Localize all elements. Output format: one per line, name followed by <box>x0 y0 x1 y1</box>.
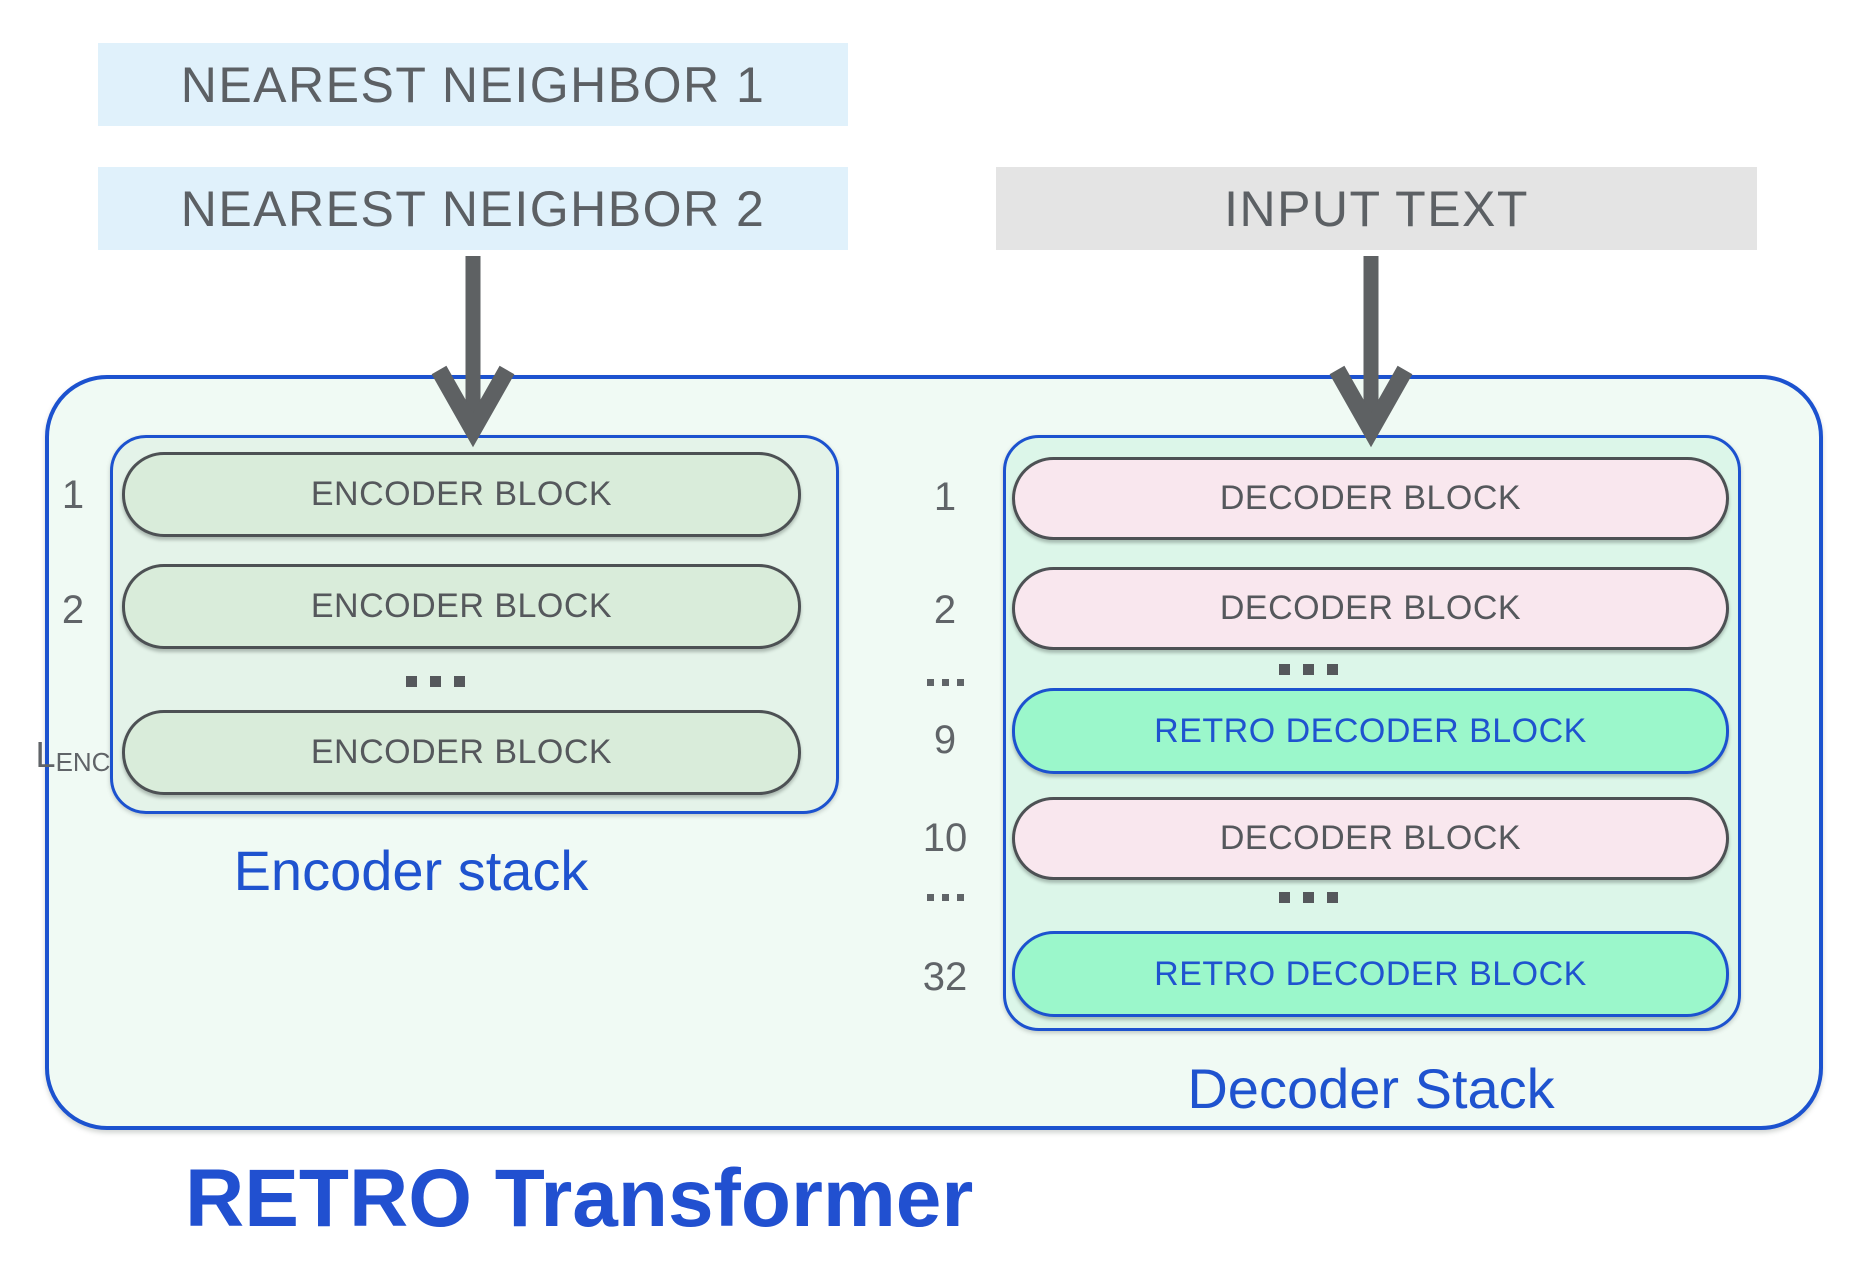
encoder-block-last: ENCODER BLOCK <box>122 710 801 795</box>
nearest-neighbor-1-label: NEAREST NEIGHBOR 1 <box>180 56 766 113</box>
decoder-index-ellipsis-2-icon <box>927 894 964 901</box>
input-text-label: INPUT TEXT <box>1224 180 1529 237</box>
retro-decoder-block-9: RETRO DECODER BLOCK <box>1012 688 1729 774</box>
decoder-ellipsis-dots-2-icon <box>1279 892 1338 903</box>
decoder-block-10-label: DECODER BLOCK <box>1219 819 1522 857</box>
decoder-block-2: DECODER BLOCK <box>1012 567 1729 650</box>
input-text-box: INPUT TEXT <box>996 167 1757 250</box>
decoder-block-2-label: DECODER BLOCK <box>1219 589 1522 627</box>
decoder-row-index-9: 9 <box>933 717 957 762</box>
arrow-down-to-encoder-icon <box>431 256 515 448</box>
encoder-block-2-label: ENCODER BLOCK <box>310 587 613 625</box>
decoder-row-index-2: 2 <box>933 587 957 632</box>
encoder-block-1-label: ENCODER BLOCK <box>310 475 613 513</box>
decoder-row-index-1: 1 <box>933 474 957 519</box>
diagram-title: RETRO Transformer <box>185 1153 974 1244</box>
retro-decoder-block-32: RETRO DECODER BLOCK <box>1012 931 1729 1017</box>
decoder-block-1: DECODER BLOCK <box>1012 457 1729 540</box>
encoder-block-last-label: ENCODER BLOCK <box>310 733 613 771</box>
retro-decoder-block-9-label: RETRO DECODER BLOCK <box>1154 711 1587 750</box>
encoder-stack-title: Encoder stack <box>233 839 589 902</box>
decoder-stack-title: Decoder Stack <box>1187 1057 1555 1120</box>
encoder-block-1: ENCODER BLOCK <box>122 452 801 537</box>
decoder-block-1-label: DECODER BLOCK <box>1219 479 1522 517</box>
retro-decoder-block-32-label: RETRO DECODER BLOCK <box>1154 954 1587 993</box>
decoder-row-index-32: 32 <box>922 954 968 999</box>
decoder-index-ellipsis-1-icon <box>927 679 964 686</box>
nearest-neighbor-2-label: NEAREST NEIGHBOR 2 <box>180 180 766 237</box>
lenc-subscript: ENC <box>55 746 111 777</box>
nearest-neighbor-1-box: NEAREST NEIGHBOR 1 <box>98 43 848 126</box>
encoder-row-index-1: 1 <box>61 472 85 517</box>
decoder-ellipsis-dots-1-icon <box>1279 664 1338 675</box>
encoder-block-2: ENCODER BLOCK <box>122 564 801 649</box>
decoder-block-10: DECODER BLOCK <box>1012 797 1729 880</box>
decoder-row-index-10: 10 <box>922 815 968 860</box>
encoder-row-index-2: 2 <box>61 587 85 632</box>
encoder-ellipsis-dots-icon <box>406 676 465 687</box>
lenc-base: L <box>35 734 56 775</box>
arrow-down-to-decoder-icon <box>1329 256 1413 448</box>
nearest-neighbor-2-box: NEAREST NEIGHBOR 2 <box>98 167 848 250</box>
